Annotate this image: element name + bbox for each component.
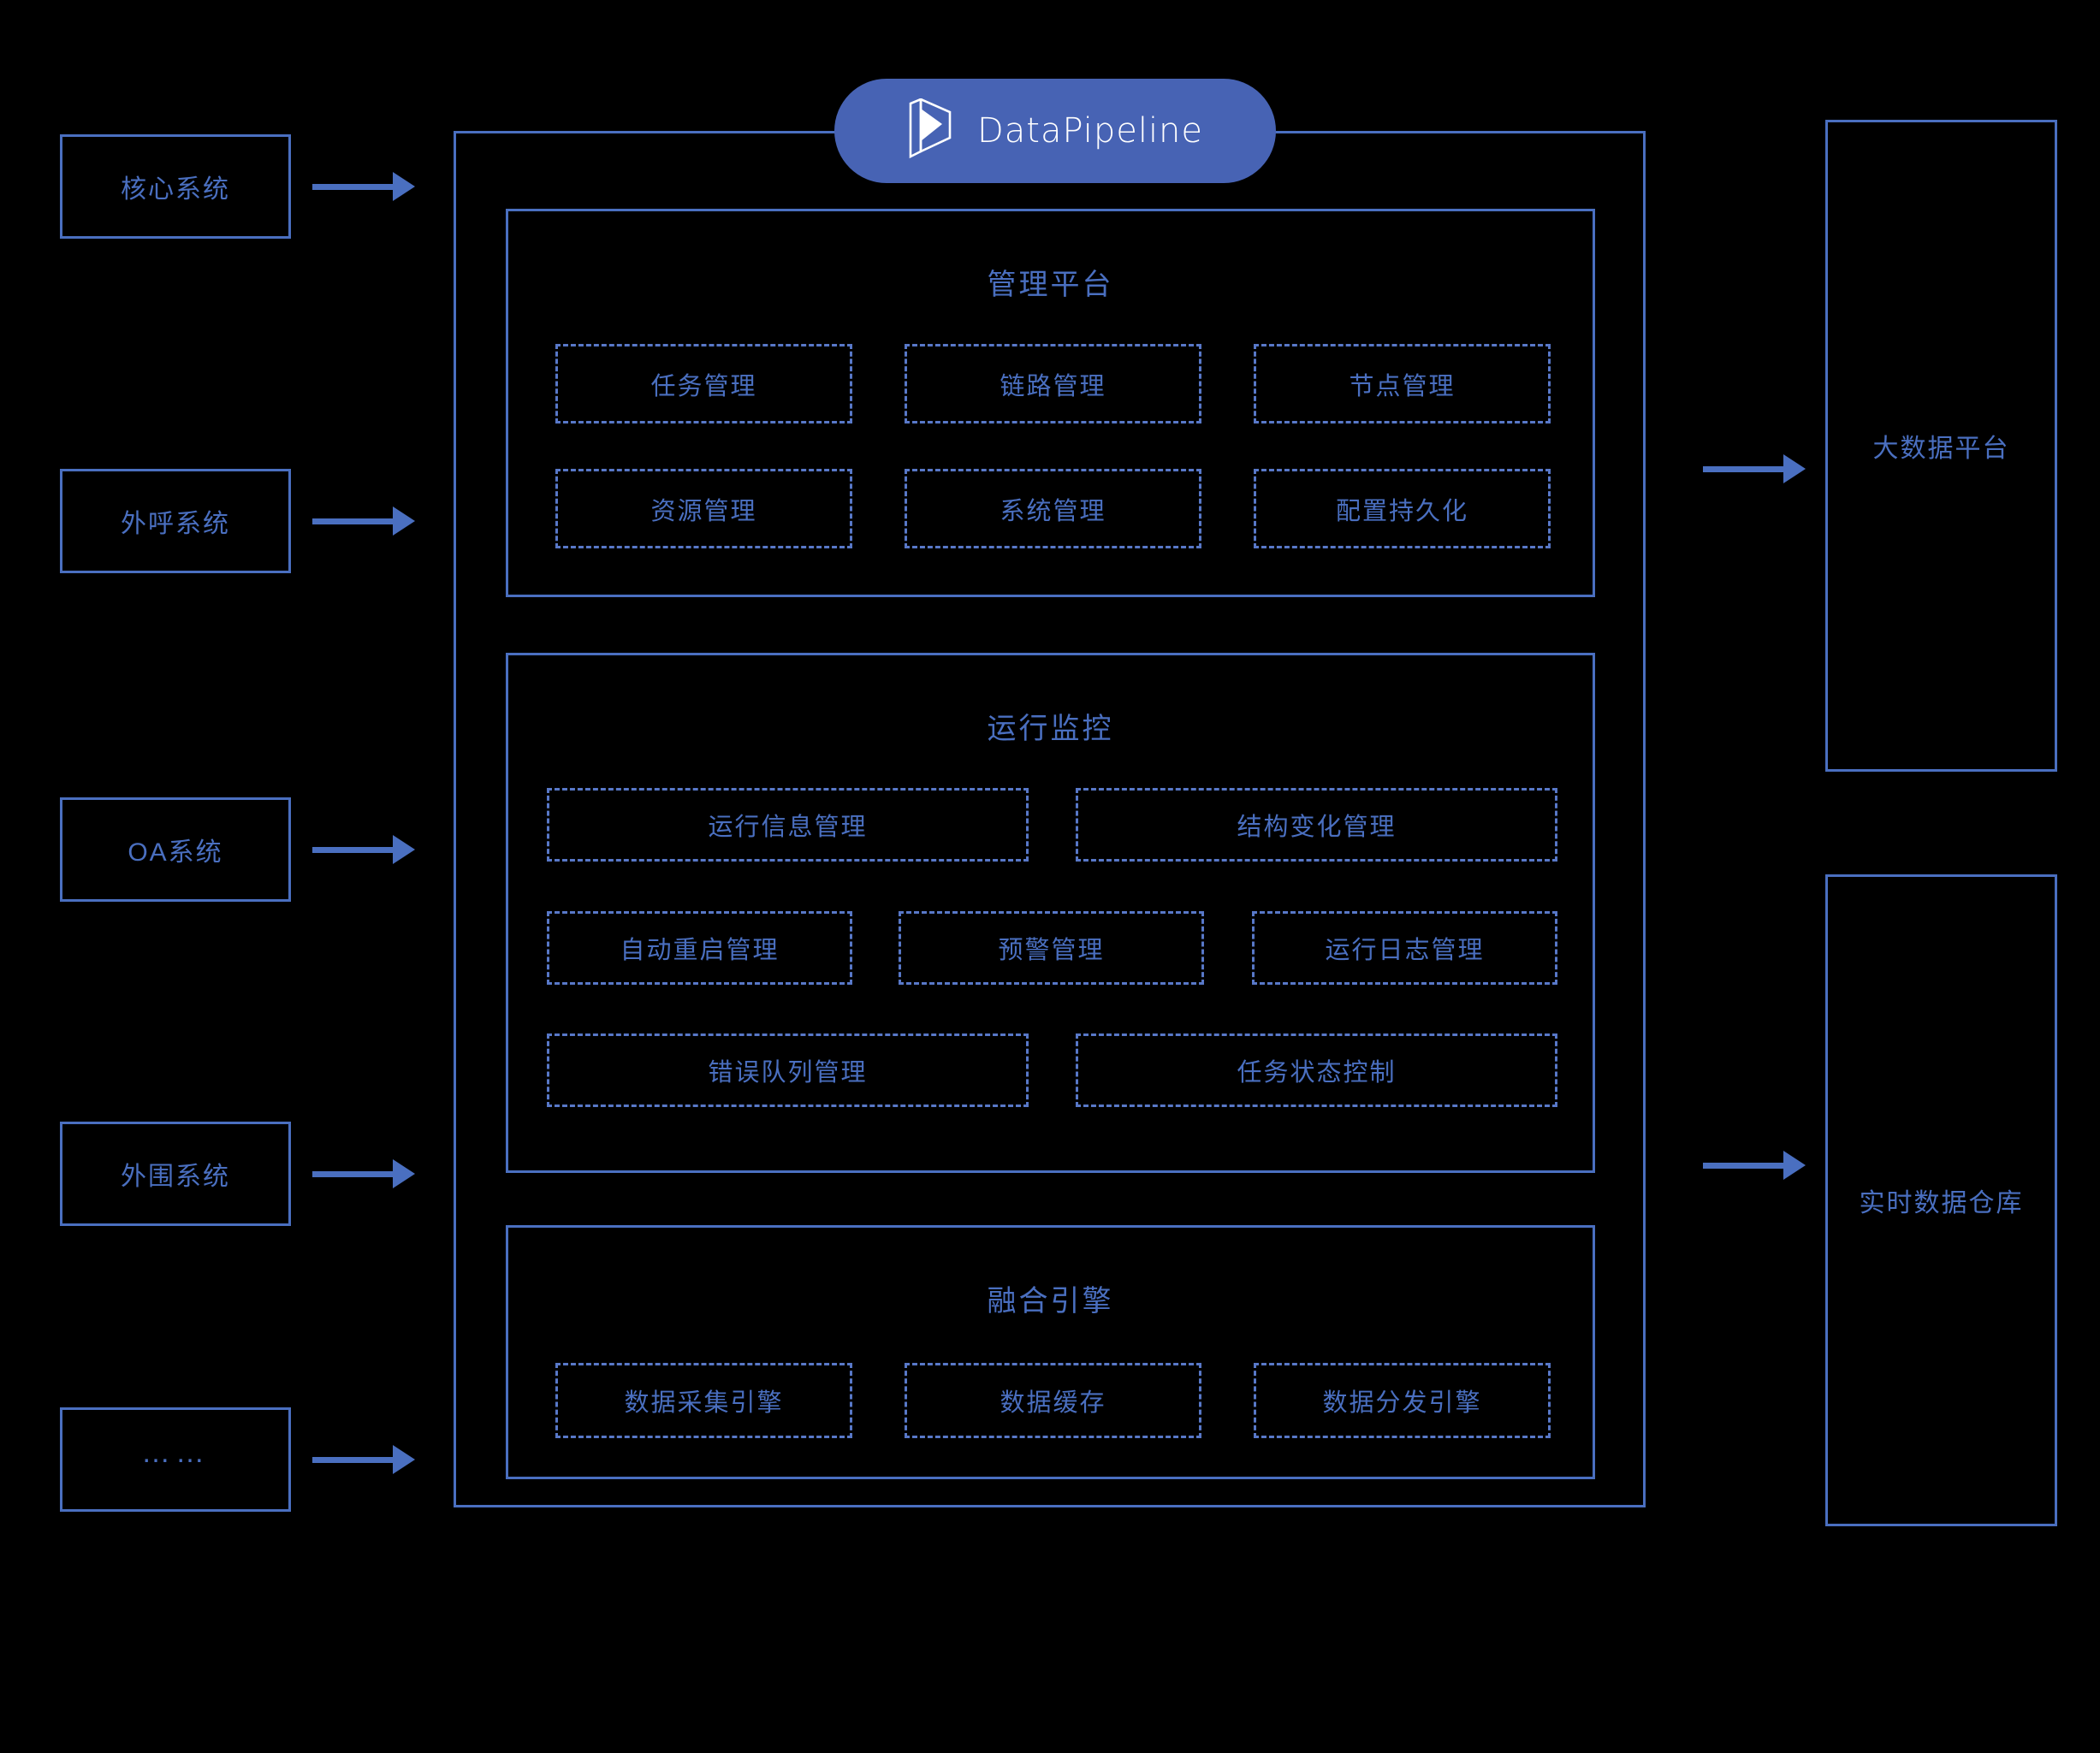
cell-config-persistence[interactable]: 配置持久化 bbox=[1254, 469, 1551, 548]
cell-label: 任务状态控制 bbox=[1237, 1059, 1397, 1087]
arrow-shaft bbox=[312, 1170, 394, 1177]
target-label: 大数据平台 bbox=[1872, 435, 2010, 463]
cell-label: 系统管理 bbox=[1000, 497, 1106, 525]
panel-title: 融合引擎 bbox=[987, 1285, 1114, 1318]
cell-label: 结构变化管理 bbox=[1237, 814, 1397, 841]
target-box-realtime-data-warehouse[interactable]: 实时数据仓库 bbox=[1825, 874, 2057, 1526]
cell-label: 任务管理 bbox=[650, 372, 757, 400]
cell-auto-restart-management[interactable]: 自动重启管理 bbox=[547, 911, 852, 985]
source-label: 外呼系统 bbox=[121, 510, 230, 538]
flow-arrow-peripheral-system bbox=[312, 1159, 415, 1188]
source-box-core-system[interactable]: 核心系统 bbox=[60, 134, 291, 239]
cell-label: 数据采集引擎 bbox=[624, 1389, 784, 1417]
cell-resource-management[interactable]: 资源管理 bbox=[555, 469, 852, 548]
cell-label: 数据缓存 bbox=[1000, 1389, 1106, 1417]
panel-fusion-engine: 融合引擎 数据采集引擎 数据缓存 数据分发引擎 bbox=[506, 1225, 1595, 1479]
cell-label: 运行日志管理 bbox=[1325, 937, 1485, 964]
cell-label: 资源管理 bbox=[650, 497, 757, 525]
source-label: …… bbox=[141, 1436, 210, 1470]
cell-task-state-control[interactable]: 任务状态控制 bbox=[1076, 1033, 1557, 1107]
cell-runtime-info-management[interactable]: 运行信息管理 bbox=[547, 788, 1029, 862]
cell-link-management[interactable]: 链路管理 bbox=[905, 344, 1201, 423]
datapipeline-cube-logo-icon bbox=[907, 98, 958, 163]
cell-label: 运行信息管理 bbox=[708, 814, 868, 841]
panel-runtime-monitoring: 运行监控 运行信息管理 结构变化管理 自动重启管理 预警管理 运行日志管理 错误… bbox=[506, 653, 1595, 1173]
arrow-head bbox=[1783, 454, 1806, 483]
cell-node-management[interactable]: 节点管理 bbox=[1254, 344, 1551, 423]
arrow-shaft bbox=[312, 518, 394, 524]
flow-arrow-oa-system bbox=[312, 835, 415, 864]
flow-arrow-core-system bbox=[312, 172, 415, 201]
cell-structure-change-management[interactable]: 结构变化管理 bbox=[1076, 788, 1557, 862]
cell-data-distribution-engine[interactable]: 数据分发引擎 bbox=[1254, 1363, 1551, 1438]
source-label: 核心系统 bbox=[121, 175, 230, 204]
cell-label: 节点管理 bbox=[1349, 372, 1456, 400]
arrow-head bbox=[393, 172, 415, 201]
arrow-shaft bbox=[312, 846, 394, 853]
arrow-head bbox=[393, 506, 415, 536]
source-box-outbound-system[interactable]: 外呼系统 bbox=[60, 469, 291, 573]
cell-label: 预警管理 bbox=[998, 937, 1105, 964]
cell-error-queue-management[interactable]: 错误队列管理 bbox=[547, 1033, 1029, 1107]
cell-data-collection-engine[interactable]: 数据采集引擎 bbox=[555, 1363, 852, 1438]
cell-label: 数据分发引擎 bbox=[1322, 1389, 1482, 1417]
target-box-big-data-platform[interactable]: 大数据平台 bbox=[1825, 120, 2057, 772]
cell-label: 自动重启管理 bbox=[620, 937, 780, 964]
arrow-head bbox=[393, 1445, 415, 1474]
arrow-head bbox=[393, 835, 415, 864]
flow-arrow-big-data-platform bbox=[1703, 454, 1806, 483]
datapipeline-brand-badge: DataPipeline bbox=[834, 79, 1276, 183]
arrow-head bbox=[1783, 1151, 1806, 1180]
flow-arrow-ellipsis bbox=[312, 1445, 415, 1474]
cell-task-management[interactable]: 任务管理 bbox=[555, 344, 852, 423]
flow-arrow-realtime-warehouse bbox=[1703, 1151, 1806, 1180]
arrow-shaft bbox=[312, 183, 394, 190]
cell-system-management[interactable]: 系统管理 bbox=[905, 469, 1201, 548]
cell-label: 错误队列管理 bbox=[708, 1059, 868, 1087]
panel-title: 运行监控 bbox=[987, 713, 1114, 745]
cell-runtime-log-management[interactable]: 运行日志管理 bbox=[1252, 911, 1557, 985]
source-label: 外围系统 bbox=[121, 1163, 230, 1191]
brand-name: DataPipeline bbox=[976, 111, 1204, 151]
panel-management-platform: 管理平台 任务管理 链路管理 节点管理 资源管理 系统管理 配置持久化 bbox=[506, 209, 1595, 597]
target-label: 实时数据仓库 bbox=[1859, 1189, 2024, 1217]
cell-data-cache[interactable]: 数据缓存 bbox=[905, 1363, 1201, 1438]
source-box-ellipsis[interactable]: …… bbox=[60, 1407, 291, 1512]
arrow-shaft bbox=[1703, 465, 1784, 472]
source-box-peripheral-system[interactable]: 外围系统 bbox=[60, 1122, 291, 1226]
source-box-oa-system[interactable]: OA系统 bbox=[60, 797, 291, 902]
arrow-head bbox=[393, 1159, 415, 1188]
source-label: OA系统 bbox=[128, 838, 223, 867]
flow-arrow-outbound-system bbox=[312, 506, 415, 536]
panel-title: 管理平台 bbox=[987, 269, 1114, 301]
cell-label: 配置持久化 bbox=[1335, 497, 1468, 525]
cell-alert-management[interactable]: 预警管理 bbox=[899, 911, 1204, 985]
arrow-shaft bbox=[312, 1456, 394, 1463]
arrow-shaft bbox=[1703, 1162, 1784, 1169]
cell-label: 链路管理 bbox=[1000, 372, 1106, 400]
